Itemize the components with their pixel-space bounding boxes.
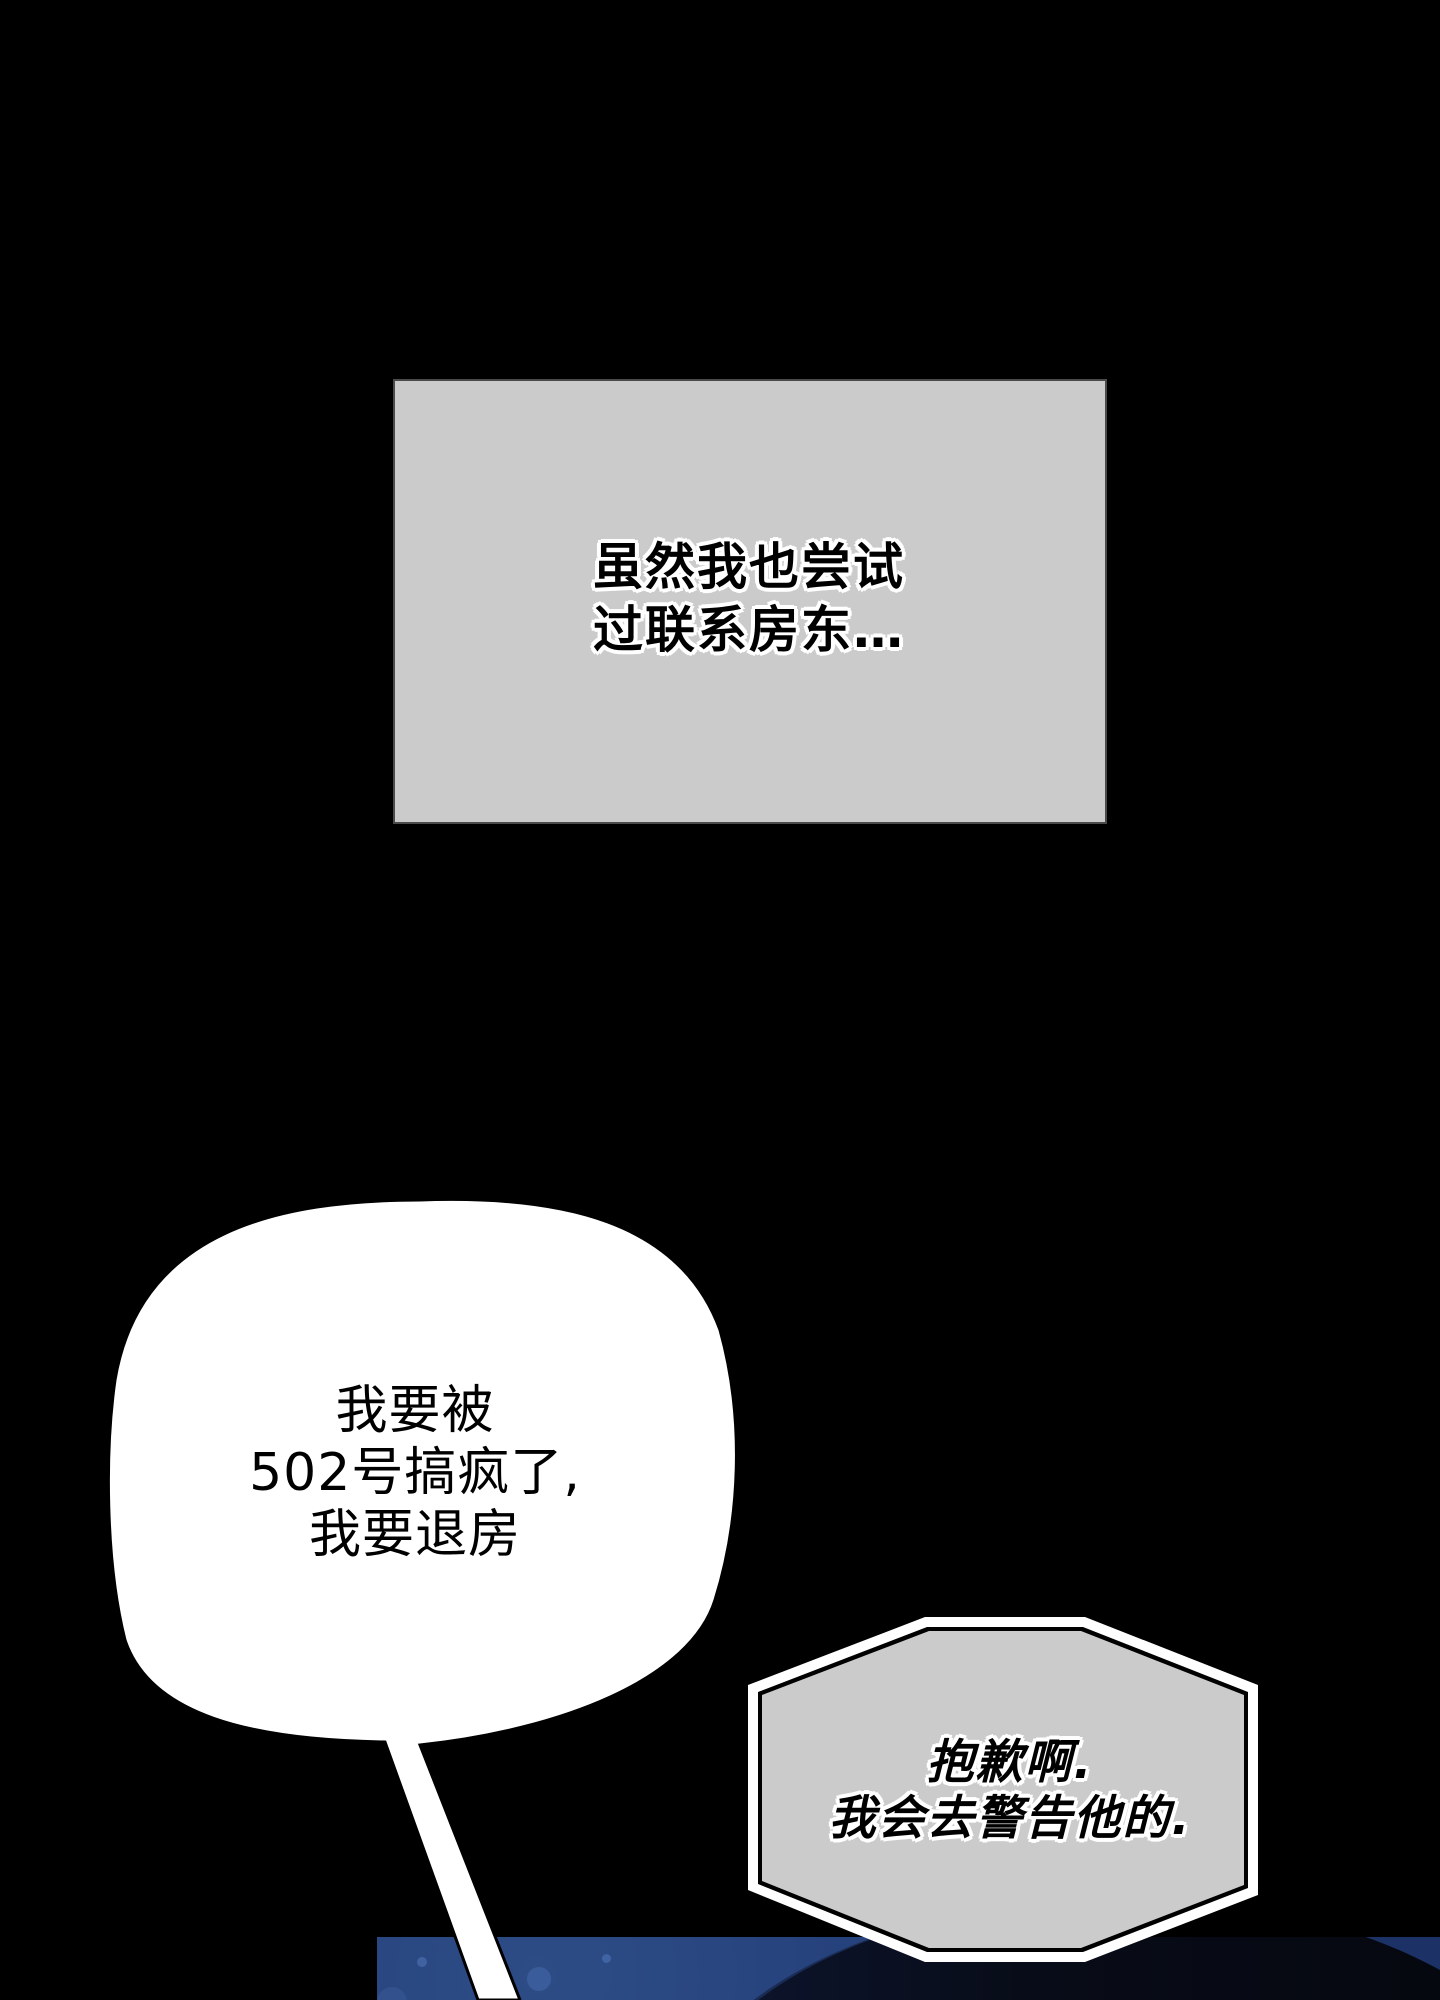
- speech-bubble-text: 我要被 502号搞疯了, 我要退房: [249, 1381, 581, 1565]
- narration-box: 虽然我也尝试 过联系房东…: [393, 379, 1107, 824]
- bottom-scene-panel: [377, 1937, 1440, 2000]
- hexagon-bubble-text-wrap: 抱歉啊. 我会去警告他的.: [790, 1735, 1230, 1847]
- bokeh-dot: [377, 1987, 407, 2000]
- bokeh-dot: [602, 1954, 611, 1963]
- bokeh-dot: [417, 1957, 427, 1967]
- hexagon-bubble-text: 抱歉啊. 我会去警告他的.: [828, 1735, 1192, 1846]
- bokeh-dot: [527, 1967, 551, 1991]
- narration-text: 虽然我也尝试 过联系房东…: [593, 537, 905, 659]
